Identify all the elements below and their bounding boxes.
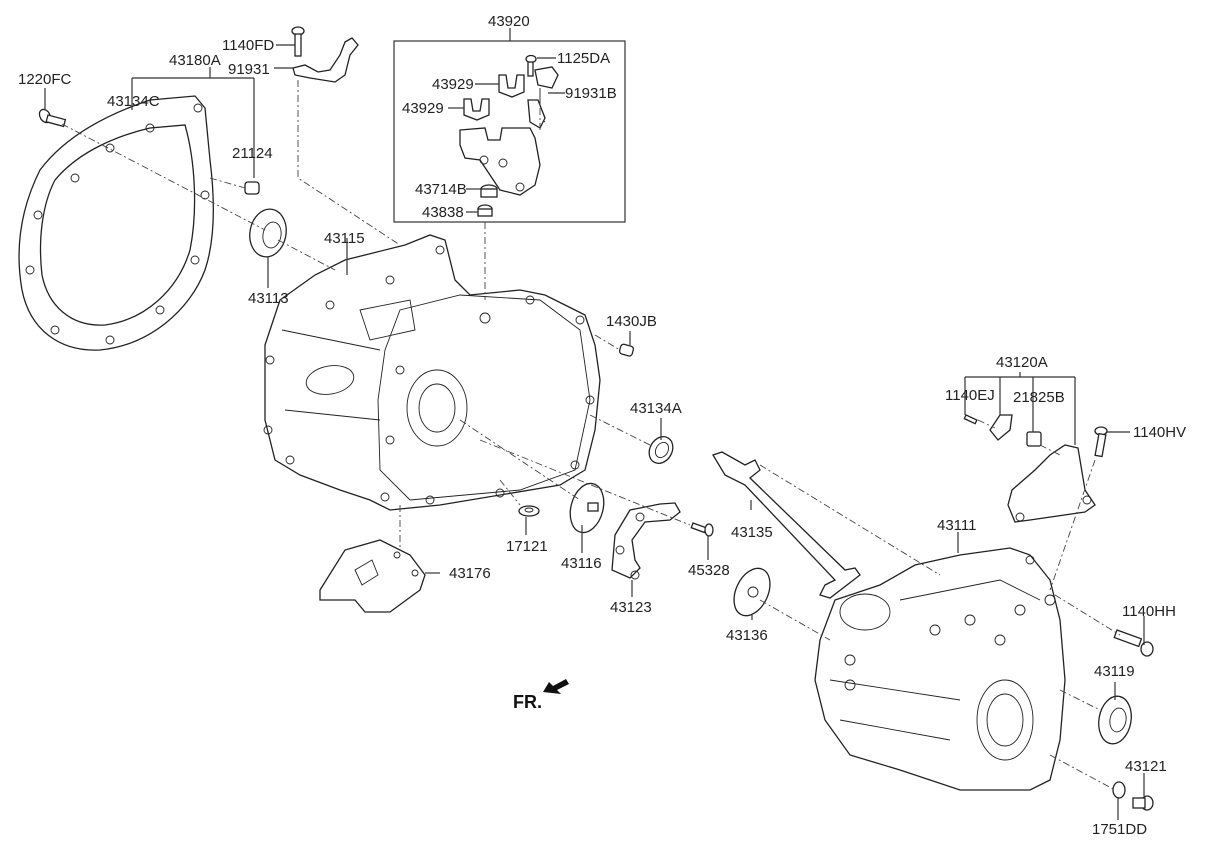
label-43134c[interactable]: 43134C [107,93,160,110]
clip-43929-lower[interactable] [463,98,490,121]
bracket-43120a[interactable] [1007,444,1096,523]
label-43929-lower[interactable]: 43929 [402,100,444,117]
washer-1751dd[interactable] [1112,781,1126,799]
bolt-1220fc[interactable] [37,107,67,128]
bracket-91931[interactable] [292,37,359,83]
bracket-43920[interactable] [459,127,541,196]
washer-17121[interactable] [518,505,540,517]
guide-43135[interactable] [712,451,861,599]
front-arrow-icon [543,679,569,694]
seal-43119[interactable] [1095,694,1135,747]
alignment-lines [61,80,1121,791]
label-43838[interactable]: 43838 [422,204,464,221]
bracket-43123[interactable] [611,502,681,580]
front-direction-label: FR. [513,692,542,712]
dowel-21124[interactable] [244,181,260,195]
dowel-1430jb[interactable] [618,343,635,357]
label-1751dd[interactable]: 1751DD [1092,821,1147,838]
label-17121[interactable]: 17121 [506,538,548,555]
plate-43120a[interactable] [989,414,1013,441]
label-43714b[interactable]: 43714B [415,181,467,198]
label-1220fc[interactable]: 1220FC [18,71,72,88]
label-91931[interactable]: 91931 [228,61,270,78]
label-43134a[interactable]: 43134A [630,400,682,417]
label-43176[interactable]: 43176 [449,565,491,582]
plate-43116[interactable] [565,480,609,537]
seal-43134a[interactable] [644,432,677,467]
label-91931b[interactable]: 91931B [565,85,617,102]
label-43120a[interactable]: 43120A [996,354,1048,371]
label-1140hh[interactable]: 1140HH [1122,603,1176,620]
label-43920[interactable]: 43920 [488,13,530,30]
plug-43121[interactable] [1132,795,1154,811]
bushing-43838[interactable] [477,204,493,217]
bolt-1140hv[interactable] [1094,426,1108,458]
label-43123[interactable]: 43123 [610,599,652,616]
label-1140ej[interactable]: 1140EJ [945,387,995,404]
label-43115[interactable]: 43115 [324,230,365,247]
label-21124[interactable]: 21124 [232,145,273,162]
label-21825b[interactable]: 21825B [1013,389,1065,406]
bolt-1140fd[interactable] [291,26,305,57]
bolt-1140hh[interactable] [1113,629,1154,657]
label-43929-upper[interactable]: 43929 [432,76,474,93]
gasket-43134c[interactable] [18,95,214,351]
label-43119[interactable]: 43119 [1094,663,1135,680]
transmission-case-43111[interactable] [814,547,1066,791]
clip-43929-upper[interactable] [498,74,525,98]
label-1125da[interactable]: 1125DA [557,50,610,67]
disc-43136[interactable] [727,563,777,622]
mount-43176[interactable] [319,539,426,613]
bolt-45328[interactable] [690,522,714,537]
label-45328[interactable]: 45328 [688,562,730,579]
seal-43113[interactable] [246,206,290,260]
bolt-1140ej[interactable] [963,414,978,425]
bushing-21825b[interactable] [1026,431,1042,447]
leader-lines [44,28,1145,820]
label-43121[interactable]: 43121 [1125,758,1167,775]
label-43111[interactable]: 43111 [937,517,977,534]
bolt-1125da[interactable] [525,54,537,77]
label-43116[interactable]: 43116 [561,555,602,572]
label-1140hv[interactable]: 1140HV [1133,424,1186,441]
bushing-43714b[interactable] [480,184,498,198]
label-1430jb[interactable]: 1430JB [606,313,657,330]
label-43136[interactable]: 43136 [726,627,768,644]
label-43180a[interactable]: 43180A [169,52,221,69]
label-1140fd[interactable]: 1140FD [222,37,274,54]
label-43113[interactable]: 43113 [248,290,289,307]
clutch-housing-43115[interactable] [263,234,601,511]
label-43135[interactable]: 43135 [731,524,773,541]
